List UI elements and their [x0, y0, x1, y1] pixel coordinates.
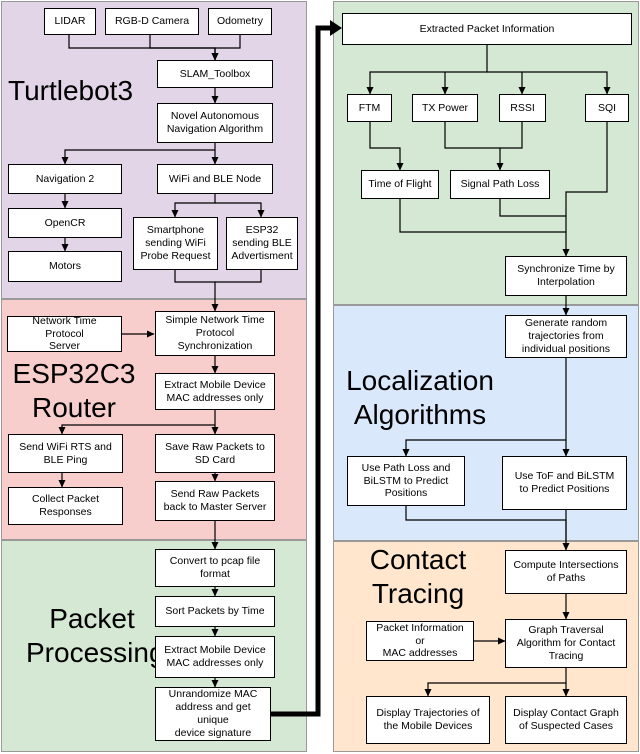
display-contact-graph-box: Display Contact Graph of Suspected Cases [505, 696, 627, 744]
arrow-tof-sync [399, 199, 566, 233]
send-rts-box: Send WiFi RTS and BLE Ping [8, 434, 123, 473]
arrow-wifi-smartphone [171, 194, 216, 218]
arrow-rssi-pathloss [500, 122, 523, 149]
title-contact: Contact Tracing [369, 544, 467, 609]
sntp-box: Simple Network Time Protocol Synchroniza… [155, 311, 275, 356]
collect-responses-box: Collect Packet Responses [8, 487, 123, 525]
tof-bilstm-box: Use ToF and BiLSTM to Predict Positions [502, 456, 627, 510]
lidar-box: LIDAR [44, 8, 96, 35]
graph-traversal-box: Graph Traversal Algorithm for Contact Tr… [505, 619, 627, 668]
arrow-wifi-esp32 [215, 202, 265, 218]
opencr-box: OpenCR [8, 208, 122, 238]
packet-info-box: Packet Information or MAC addresses [366, 621, 474, 661]
send-raw-box: Send Raw Packets back to Master Server [155, 481, 275, 521]
arrow-tx-pathloss [444, 122, 504, 171]
extracted-info-box: Extracted Packet Information [342, 13, 632, 45]
unrandomize-box: Unrandomize MAC address and get unique d… [155, 687, 271, 741]
arrow-esp32-join [215, 270, 262, 283]
slam-toolbox-box: SLAM_Toolbox [157, 60, 273, 88]
ntp-server-box: Network Time Protocol Server [7, 315, 122, 352]
arrow-extracted-split [366, 45, 488, 95]
sqi-box: SQI [585, 94, 629, 122]
smartphone-box: Smartphone sending WiFi Probe Request [133, 217, 218, 270]
motors-box: Motors [8, 251, 122, 282]
tx-power-box: TX Power [412, 94, 478, 122]
title-processing: Packet Processing [26, 603, 165, 668]
save-raw-box: Save Raw Packets to SD Card [155, 434, 275, 473]
title-router: ESP32C3 Router [12, 358, 136, 423]
title-localization: Localization Algorithms [346, 365, 494, 430]
rssi-box: RSSI [499, 94, 546, 122]
path-loss-bilstm-box: Use Path Loss and BiLSTM to Predict Posi… [347, 456, 465, 506]
signal-path-loss-box: Signal Path Loss [450, 170, 550, 199]
pcap-box: Convert to pcap file format [155, 549, 275, 587]
arrow-to-sntp [174, 270, 219, 312]
thick-connector-head [330, 20, 342, 36]
rgbd-camera-box: RGB-D Camera [105, 8, 199, 35]
sort-packets-box: Sort Packets by Time [155, 596, 275, 627]
extraction-panel [333, 1, 639, 305]
arrow-graph-split [424, 668, 567, 697]
navigation-algorithm-box: Novel Autonomous Navigation Algorithm [157, 103, 273, 143]
display-trajectories-box: Display Trajectories of the Mobile Devic… [366, 696, 490, 744]
arrow-extracted-sqi [522, 71, 611, 95]
wifi-ble-node-box: WiFi and BLE Node [157, 164, 273, 194]
intersections-box: Compute Intersections of Paths [505, 550, 627, 594]
arrow-extract-split [58, 410, 216, 435]
processing-extract-mac-box: Extract Mobile Device MAC addresses only [155, 636, 275, 678]
arrow-pathloss-sync [499, 199, 566, 217]
esp32-box: ESP32 sending BLE Advertisment [226, 217, 298, 270]
router-extract-mac-box: Extract Mobile Device MAC addresses only [155, 373, 275, 410]
title-turtlebot: Turtlebot3 [8, 75, 134, 106]
odometry-box: Odometry [208, 8, 272, 35]
arrow-extracted-rssi [487, 71, 526, 95]
synchronize-time-box: Synchronize Time by Interpolation [505, 256, 627, 296]
generate-trajectories-box: Generate random trajectories from indivi… [505, 315, 627, 358]
arrow-sqi-sync [562, 122, 608, 257]
navigation2-box: Navigation 2 [8, 164, 122, 194]
arrow-odometry-slam [211, 35, 241, 61]
arrow-ftm-tof [369, 122, 404, 171]
time-of-flight-box: Time of Flight [361, 170, 439, 199]
arrow-camera-slam [149, 35, 219, 61]
ftm-box: FTM [347, 94, 392, 122]
thick-connector [271, 25, 332, 717]
arrow-nav-split [61, 143, 216, 165]
arrow-generate-split [402, 358, 567, 457]
